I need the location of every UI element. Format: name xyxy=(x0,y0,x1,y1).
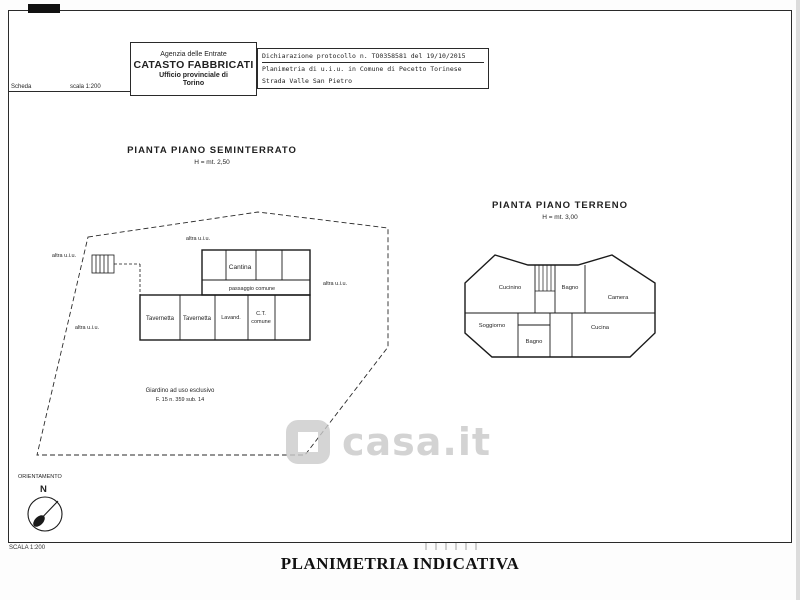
protocol-line: Dichiarazione protocollo n. TO0358581 de… xyxy=(262,50,484,63)
office-city: Torino xyxy=(182,80,205,87)
altra-uiu-right-label: altra u.i.u. xyxy=(323,281,348,287)
planimetria-line: Planimetria di u.i.u. in Comune di Pecet… xyxy=(262,65,462,73)
tavernetta2-label: Tavernetta xyxy=(183,316,212,322)
document-footer-title: PLANIMETRIA INDICATIVA xyxy=(280,554,520,573)
ct-label-line2: comune xyxy=(251,319,271,325)
terreno-floorplan: Cucinino Bagno Camera Soggiorno Bagno Cu… xyxy=(464,254,656,358)
terreno-height-note: H = mt. 3,00 xyxy=(542,214,578,221)
interior-walls xyxy=(179,250,310,340)
soggiorno-label: Soggiorno xyxy=(479,323,505,329)
agency-stamp-box: Agenzia delle Entrate CATASTO FABBRICATI… xyxy=(130,42,257,96)
office-line: Ufficio provinciale di xyxy=(159,72,228,79)
bagno-bottom-label: Bagno xyxy=(526,339,543,345)
scan-edge-streak xyxy=(796,0,800,600)
seminterrato-height-note: H = mt. 2,50 xyxy=(194,159,230,166)
footer-scale-label: SCALA 1:200 xyxy=(9,545,46,551)
building-outline xyxy=(139,249,311,341)
terreno-title-block: PIANTA PIANO TERRENO H = mt. 3,00 xyxy=(460,200,660,221)
lavanderia-label: Lavand. xyxy=(221,315,241,321)
altra-uiu-left-label: altra u.i.u. xyxy=(52,253,77,259)
fold-marks xyxy=(425,543,477,550)
altra-uiu-top-label: altra u.i.u. xyxy=(186,236,211,242)
terreno-room-labels: Cucinino Bagno Camera Soggiorno Bagno Cu… xyxy=(479,285,629,345)
orientamento-label: ORIENTAMENTO xyxy=(18,474,63,480)
terreno-interior-walls xyxy=(465,265,655,357)
terreno-title: PIANTA PIANO TERRENO xyxy=(491,200,629,211)
tavernetta1-label: Tavernetta xyxy=(146,316,175,322)
protocol-box: Dichiarazione protocollo n. TO0358581 de… xyxy=(257,48,489,89)
terreno-outline xyxy=(464,254,656,358)
camera-label: Camera xyxy=(608,295,629,301)
giardino-label-line2: F. 15 n. 359 sub. 14 xyxy=(156,397,204,403)
garden-boundary-dashed xyxy=(36,211,389,456)
seminterrato-title-block: PIANTA PIANO SEMINTERRATO H = mt. 2,50 xyxy=(112,145,312,166)
watermark: casa.it xyxy=(286,420,491,464)
watermark-text: casa.it xyxy=(342,420,492,464)
address-line: Strada Valle San Pietro xyxy=(262,77,353,85)
agency-name: Agenzia delle Entrate xyxy=(160,51,227,58)
seminterrato-title: PIANTA PIANO SEMINTERRATO xyxy=(127,145,297,156)
ct-label-line1: C.T. xyxy=(256,311,266,317)
passaggio-comune-label: passaggio comune xyxy=(229,286,275,292)
cucinino-label: Cucinino xyxy=(499,285,522,291)
page-frame xyxy=(8,10,792,543)
corner-mark xyxy=(28,4,60,13)
scheda-label: Scheda xyxy=(11,84,32,90)
orientation-compass: ORIENTAMENTO N xyxy=(18,474,63,532)
cucina-label: Cucina xyxy=(591,325,610,331)
header-rule xyxy=(8,91,131,92)
giardino-label-line1: Giardino ad uso esclusivo xyxy=(146,388,215,394)
exterior-stairs xyxy=(91,254,141,295)
seminterrato-room-labels: altra u.i.u. altra u.i.u. altra u.i.u. a… xyxy=(52,236,348,403)
seminterrato-floorplan: altra u.i.u. altra u.i.u. altra u.i.u. a… xyxy=(36,211,389,456)
north-label: N xyxy=(40,484,47,495)
cantina-label: Cantina xyxy=(229,264,252,271)
catasto-title: CATASTO FABBRICATI xyxy=(133,59,254,71)
terreno-stairs xyxy=(535,265,555,292)
casa-it-logo-icon xyxy=(286,420,330,464)
altra-uiu-lower-label: altra u.i.u. xyxy=(75,325,100,331)
scala-label: scala 1:200 xyxy=(70,84,101,90)
compass-icon xyxy=(27,496,63,532)
bagno-top-label: Bagno xyxy=(562,285,579,291)
